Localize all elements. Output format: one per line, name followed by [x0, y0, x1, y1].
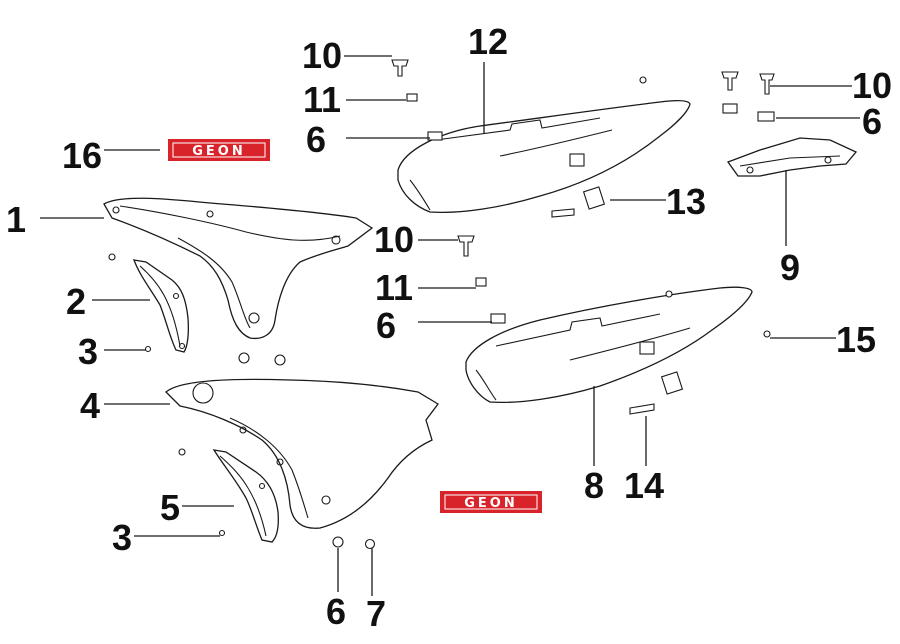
- callout-labels: 16 1 2 3 4 5 3 6 7 10 11 6 12 13 10 11 6…: [6, 21, 892, 634]
- brand-logo-text: GEON: [192, 144, 245, 159]
- part-5-lower-bracket: [212, 449, 279, 543]
- callout-16: 16: [62, 135, 102, 176]
- part-2-side-bracket: [132, 259, 190, 353]
- part-9-rear-bracket: [726, 137, 858, 177]
- callout-4: 4: [80, 385, 100, 426]
- part-8-lower-rear-cover: [465, 286, 753, 403]
- part-1-upper-side-panel: [103, 197, 374, 340]
- callout-10: 10: [852, 65, 892, 106]
- callout-10: 10: [374, 219, 414, 260]
- callout-5: 5: [160, 487, 180, 528]
- callout-3: 3: [112, 517, 132, 558]
- part-4-lower-side-panel: [165, 378, 439, 529]
- callout-12: 12: [468, 21, 508, 62]
- brand-decal-bottom: GEON: [440, 491, 542, 513]
- callout-3: 3: [78, 331, 98, 372]
- leader-lines: [40, 55, 860, 596]
- hardware-upper-rear: [391, 59, 647, 218]
- callout-6: 6: [326, 591, 346, 632]
- callout-13: 13: [666, 181, 706, 222]
- small-screws-left: [108, 253, 376, 550]
- callout-1: 1: [6, 199, 26, 240]
- hardware-mid: [457, 235, 771, 415]
- callout-15: 15: [836, 319, 876, 360]
- callout-6: 6: [376, 305, 396, 346]
- callout-6: 6: [306, 119, 326, 160]
- callout-7: 7: [366, 593, 386, 634]
- hardware-right-top: [721, 71, 775, 122]
- callout-11: 11: [375, 267, 413, 308]
- callout-14: 14: [624, 465, 664, 506]
- callout-9: 9: [780, 247, 800, 288]
- callout-10: 10: [302, 35, 342, 76]
- callout-2: 2: [66, 281, 86, 322]
- callout-6: 6: [862, 101, 882, 142]
- callout-11: 11: [303, 79, 341, 120]
- part-12-upper-rear-cover: [397, 100, 691, 213]
- brand-decal-top: GEON: [168, 139, 270, 161]
- callout-8: 8: [584, 465, 604, 506]
- brand-logo-text: GEON: [464, 496, 517, 511]
